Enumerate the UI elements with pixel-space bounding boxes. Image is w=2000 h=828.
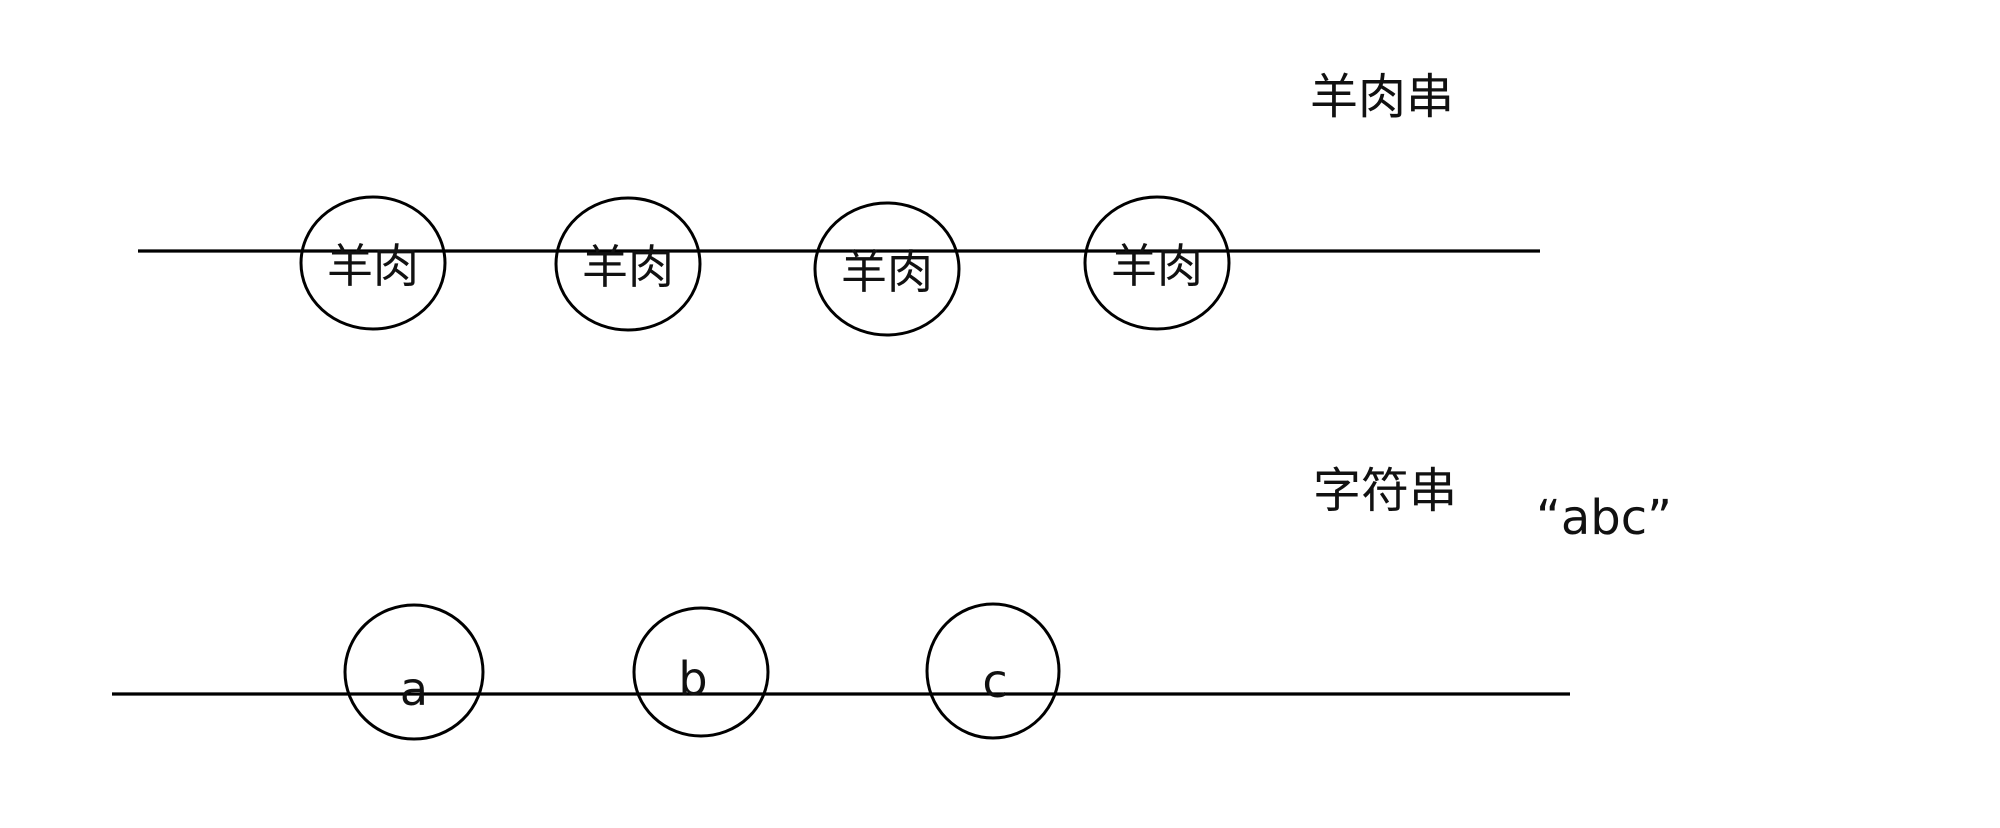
skewer-bead-2: 羊肉 [554,196,702,332]
skewer-bead-label: 羊肉 [582,240,674,294]
skewer-bead-ring [299,195,447,331]
string-char-label: a [400,662,428,716]
string-char-c: c [925,602,1061,740]
string-char-ring [343,603,485,741]
skewer-bead-ring [554,196,702,332]
skewer-bead-3: 羊肉 [813,201,961,337]
skewer-title: 羊肉串 [1310,69,1454,125]
string-char-b: b [632,606,770,738]
skewer-bead-label: 羊肉 [841,245,933,299]
skewer-bead-ring [1083,195,1231,331]
string-char-label: b [678,652,707,706]
string-char-label: c [982,654,1007,708]
string-section: 字符串 “abc” a b c [112,463,1672,741]
string-char-ring [925,602,1061,740]
skewer-bead-label: 羊肉 [327,239,419,293]
skewer-bead-ring [813,201,961,337]
skewer-bead-1: 羊肉 [299,195,447,331]
skewer-bead-4: 羊肉 [1083,195,1231,331]
string-char-a: a [343,603,485,741]
string-title: 字符串 [1313,463,1457,519]
skewer-section: 羊肉串 羊肉 羊肉 羊肉 羊肉 [138,69,1540,337]
skewer-bead-label: 羊肉 [1111,239,1203,293]
string-char-ring [632,606,770,738]
string-literal: “abc” [1536,490,1672,546]
